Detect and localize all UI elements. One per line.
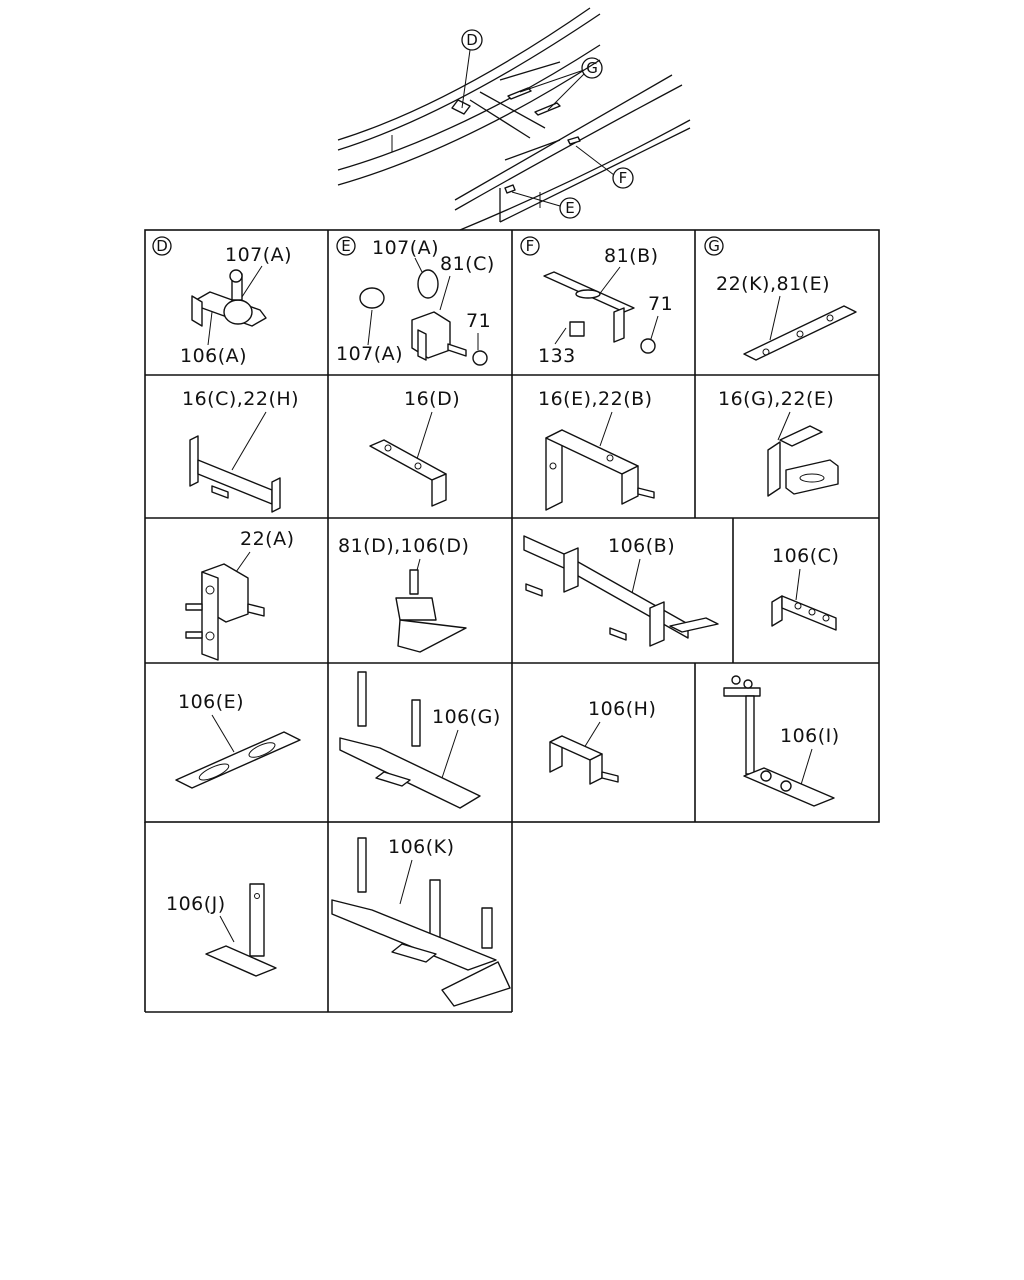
cell-106h: 106(H): [549, 698, 656, 785]
label-106b: 106(B): [608, 535, 675, 557]
label-22a: 22(A): [240, 528, 295, 550]
cell-d-badge: [152, 236, 172, 256]
cell-16d: 16(D): [369, 388, 460, 507]
label-81c: 81(C): [440, 253, 495, 275]
overview-callouts: D G F E: [461, 29, 634, 219]
label-107a: 107(A): [225, 244, 292, 266]
callout-d: D: [466, 31, 478, 49]
frame-overview: [337, 7, 691, 231]
cell-f-id: F: [526, 237, 535, 255]
cell-106c: 106(C): [771, 545, 839, 631]
cell-e-id: E: [341, 237, 350, 255]
label-106c: 106(C): [772, 545, 839, 567]
label-106g: 106(G): [432, 706, 501, 728]
label-71-f: 71: [648, 293, 673, 315]
cell-106i: 106(I): [723, 675, 840, 807]
label-107a-top: 107(A): [372, 237, 439, 259]
label-16g-22e: 16(G),22(E): [718, 388, 834, 410]
cell-81d-106d: 81(D),106(D): [338, 535, 469, 653]
cell-16c-22h: 16(C),22(H): [182, 388, 299, 513]
cell-e: E 107(A) 81(C) 71 107(A): [336, 236, 495, 366]
cell-g-badge: [704, 236, 724, 256]
cell-e-badge: [336, 236, 356, 256]
label-22k-81e: 22(K),81(E): [716, 273, 830, 295]
label-133: 133: [538, 345, 576, 367]
label-16e-22b: 16(E),22(B): [538, 388, 653, 410]
label-81d-106d: 81(D),106(D): [338, 535, 469, 557]
label-107a-bottom: 107(A): [336, 343, 403, 365]
cell-16g-22e: 16(G),22(E): [718, 388, 839, 497]
callout-e: E: [565, 199, 574, 217]
label-106h: 106(H): [588, 698, 656, 720]
label-81b: 81(B): [604, 245, 659, 267]
cell-16e-22b: 16(E),22(B): [538, 388, 655, 511]
cell-106j: 106(J): [166, 883, 277, 977]
cell-d-id: D: [156, 237, 168, 255]
cell-106k: 106(K): [331, 836, 511, 1007]
parts-grid: [144, 229, 880, 1013]
callout-f-circle: [612, 167, 634, 189]
callout-g-circle: [581, 57, 603, 79]
callout-f: F: [619, 169, 628, 187]
cell-106b: 106(B): [523, 535, 719, 647]
label-106j: 106(J): [166, 893, 226, 915]
cell-f: F 81(B) 71 133: [520, 236, 673, 367]
label-106e: 106(E): [178, 691, 244, 713]
label-106a: 106(A): [180, 345, 247, 367]
callout-d-circle: [461, 29, 483, 51]
cell-22a: 22(A): [185, 528, 295, 661]
cell-d: D 107(A) 106(A): [152, 236, 292, 367]
cell-106g: 106(G): [339, 671, 501, 809]
label-71-e: 71: [466, 310, 491, 332]
label-16d: 16(D): [404, 388, 460, 410]
callout-g: G: [586, 59, 598, 77]
cell-g: G 22(K),81(E): [704, 236, 857, 361]
callout-e-circle: [559, 197, 581, 219]
label-106k: 106(K): [388, 836, 455, 858]
label-106i: 106(I): [780, 725, 840, 747]
cell-g-id: G: [708, 237, 720, 255]
label-16c-22h: 16(C),22(H): [182, 388, 299, 410]
cell-f-badge: [520, 236, 540, 256]
cell-106e: 106(E): [175, 691, 301, 789]
